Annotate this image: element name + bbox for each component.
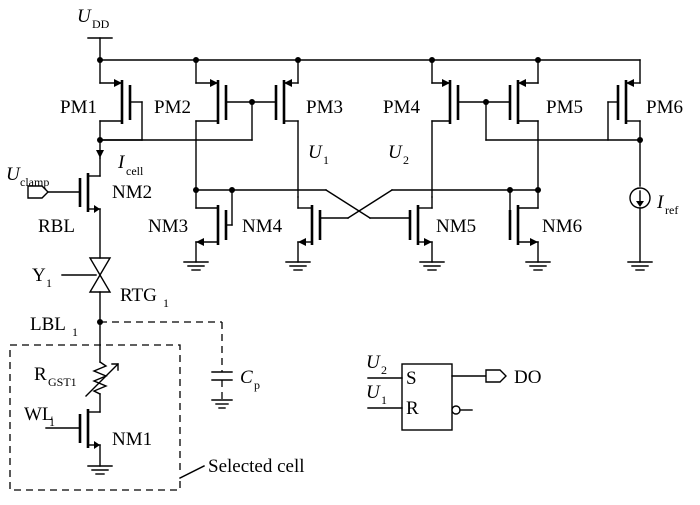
pmos-pm1 xyxy=(97,59,143,159)
nmos-nm2 xyxy=(27,150,104,259)
label-pm6: PM6 xyxy=(646,97,683,118)
node-u1-subscript: 1 xyxy=(323,153,329,167)
cp-label: C xyxy=(240,367,253,388)
label-pm1: PM1 xyxy=(60,97,97,118)
cp-subscript: p xyxy=(254,378,260,392)
lbl1-subscript: 1 xyxy=(72,325,78,339)
lbl1-label: LBL xyxy=(30,314,66,335)
node-u1-label: U xyxy=(308,142,323,163)
node-u2-subscript: 2 xyxy=(403,153,409,167)
wl1-label: WL xyxy=(24,404,54,425)
icell-subscript: cell xyxy=(126,164,144,178)
icell-label: I xyxy=(117,152,126,173)
vdd-supply: U DD xyxy=(77,6,641,61)
label-pm3: PM3 xyxy=(306,97,343,118)
latch-input-r-label: U xyxy=(366,382,381,403)
rtg1-subscript: 1 xyxy=(163,296,169,310)
iref-subscript: ref xyxy=(665,203,678,217)
vdd-subscript: DD xyxy=(92,17,110,31)
nmos-nm5 xyxy=(408,196,445,271)
rtg1-label: RTG xyxy=(120,285,157,306)
rgst1-label: R xyxy=(34,364,47,385)
label-nm1: NM1 xyxy=(112,429,152,450)
uclamp-subscript: clamp xyxy=(20,175,49,189)
label-nm5: NM5 xyxy=(436,216,476,237)
gate-bus-right xyxy=(319,187,541,219)
rgst1-subscript: GST1 xyxy=(48,375,77,389)
latch-output-label: DO xyxy=(514,367,541,388)
sr-latch xyxy=(367,363,507,431)
label-nm2: NM2 xyxy=(112,182,152,203)
label-nm6: NM6 xyxy=(542,216,582,237)
vdd-label: U xyxy=(77,6,92,27)
pmos-pm5 xyxy=(483,59,641,191)
latch-input-r-subscript: 1 xyxy=(381,393,387,407)
y1-label: Y xyxy=(32,265,46,286)
iref-label: I xyxy=(656,192,665,213)
nmos-nm3 xyxy=(183,189,233,271)
latch-input-s-label: U xyxy=(366,352,381,373)
latch-input-s-subscript: 2 xyxy=(381,363,387,377)
label-pm5: PM5 xyxy=(546,97,583,118)
pmos-pm2 xyxy=(195,59,277,191)
selected-cell-box xyxy=(9,344,181,491)
label-nm3: NM3 xyxy=(148,216,188,237)
latch-r-label: R xyxy=(406,398,419,419)
rbl-label: RBL xyxy=(38,216,75,237)
iref-current-source xyxy=(627,187,653,271)
pmos-pm3 xyxy=(99,59,299,198)
transmission-gate-rtg1 xyxy=(61,257,112,363)
nmos-nm4 xyxy=(285,196,322,271)
node-u2-label: U xyxy=(388,142,403,163)
parasitic-capacitor xyxy=(97,319,233,409)
nmos-nm6 xyxy=(508,189,551,271)
latch-s-label: S xyxy=(406,368,417,389)
wl1-subscript: 1 xyxy=(49,415,55,429)
pmos-pm4 xyxy=(431,59,511,198)
selected-cell-label: Selected cell xyxy=(208,456,305,477)
y1-subscript: 1 xyxy=(46,276,52,290)
uclamp-label: U xyxy=(6,164,21,185)
nmos-nm1 xyxy=(45,409,113,475)
phase-change-resistor xyxy=(85,361,119,413)
selected-cell-leader xyxy=(179,465,205,479)
label-pm2: PM2 xyxy=(154,97,191,118)
label-nm4: NM4 xyxy=(242,216,283,237)
pmos-pm6 xyxy=(607,59,643,187)
label-pm4: PM4 xyxy=(383,97,420,118)
